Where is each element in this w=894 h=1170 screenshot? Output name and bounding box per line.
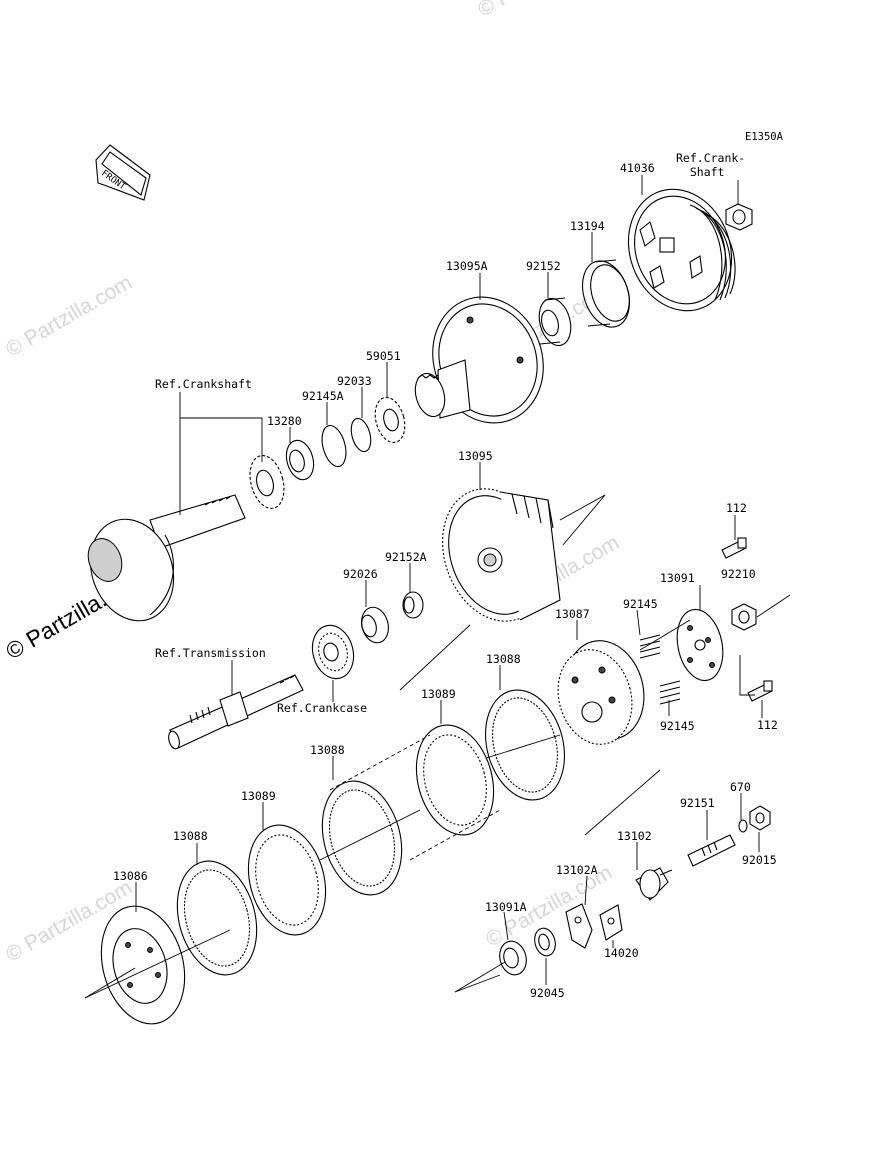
part-92015-nut: [749, 805, 771, 831]
label-92145-bottom: 92145: [660, 719, 695, 733]
label-13091: 13091: [660, 571, 695, 585]
label-92026: 92026: [343, 567, 378, 581]
label-13088-c: 13088: [173, 829, 208, 843]
part-13280-collar: [285, 439, 315, 481]
label-92145A: 92145A: [302, 389, 344, 403]
label-670: 670: [730, 780, 751, 794]
part-13087-clutch-hub: [557, 619, 691, 836]
label-13194: 13194: [570, 219, 605, 233]
part-59051-gear: [374, 396, 406, 444]
label-13102A: 13102A: [556, 863, 598, 877]
part-670-o-ring: [738, 819, 748, 833]
label-ref-crankshaft: Ref.Crankshaft: [155, 377, 252, 391]
label-92151: 92151: [680, 796, 715, 810]
crankcase-bearing: [311, 624, 355, 680]
label-41036: 41036: [620, 161, 655, 175]
part-13194-one-way-clutch: [582, 259, 630, 328]
crankshaft-nut: [725, 203, 753, 231]
crankshaft-gear: [249, 455, 285, 509]
label-92152A: 92152A: [385, 550, 427, 564]
label-ref-transmission: Ref.Transmission: [155, 646, 266, 660]
part-112-bolt-bottom: [747, 680, 773, 702]
label-92145-top: 92145: [623, 597, 658, 611]
part-13089-steel-plate: [415, 724, 495, 836]
transmission-shaft: [168, 674, 304, 750]
part-13102-lifter: [635, 867, 673, 901]
part-13088-friction-plate: [479, 689, 566, 801]
part-13102A-cam: [565, 903, 593, 949]
label-13091A: 13091A: [485, 900, 527, 914]
part-13089-steel-plate: [247, 824, 327, 936]
label-13088-b: 13088: [310, 743, 345, 757]
label-ref-crank-shaft: Ref.Crank- Shaft: [676, 151, 746, 179]
part-13091A-bearing: [454, 940, 527, 993]
guide-dashed: [329, 734, 501, 861]
front-arrow-icon: [95, 144, 151, 201]
part-92033-circlip: [350, 417, 372, 453]
label-13086: 13086: [113, 869, 148, 883]
label-13087: 13087: [555, 607, 590, 621]
part-92026-collar: [361, 606, 389, 644]
part-112-bolt-top: [721, 537, 747, 559]
part-14020-plate: [599, 904, 623, 941]
label-13095: 13095: [458, 449, 493, 463]
label-112-top: 112: [726, 501, 747, 515]
part-41036-clutch-housing: [627, 188, 736, 312]
part-92145-spring-bottom: [659, 680, 681, 705]
label-13095A: 13095A: [446, 259, 488, 273]
leader-ref-crankshaft: [179, 392, 263, 515]
label-13088-a: 13088: [486, 652, 521, 666]
label-13280: 13280: [267, 414, 302, 428]
label-14020: 14020: [604, 946, 639, 960]
label-92152: 92152: [526, 259, 561, 273]
label-92033: 92033: [337, 374, 372, 388]
part-92151-push-rod: [687, 834, 736, 867]
part-92045-bearing: [534, 927, 556, 957]
label-ref-crankcase: Ref.Crankcase: [277, 701, 368, 715]
part-92145-spring-top: [639, 634, 661, 659]
part-92152-bushing: [538, 297, 572, 347]
label-92045: 92045: [530, 986, 565, 1000]
crankshaft: [87, 494, 246, 622]
label-59051: 59051: [366, 349, 401, 363]
label-13089-a: 13089: [421, 687, 456, 701]
part-13095A-primary-housing: [414, 296, 544, 424]
part-92210-nut: [731, 594, 791, 631]
leader-lines: [135, 175, 760, 985]
part-13088-friction-plate: [176, 860, 258, 976]
part-92152A-bushing: [402, 591, 424, 619]
label-13089-b: 13089: [241, 789, 276, 803]
diagram-code: E1350A: [745, 131, 783, 143]
part-13088-friction-plate: [319, 780, 421, 896]
centerline: [399, 624, 471, 691]
part-13095-clutch-outer: [442, 488, 606, 622]
label-92210: 92210: [721, 567, 756, 581]
label-112-bottom: 112: [757, 718, 778, 732]
part-13086-plate: [84, 905, 231, 1025]
label-92015: 92015: [742, 853, 777, 867]
part-13091-pressure-plate: [676, 608, 724, 682]
label-13102: 13102: [617, 829, 652, 843]
part-92145A-ring: [321, 424, 347, 468]
leader-13091: [699, 585, 755, 696]
